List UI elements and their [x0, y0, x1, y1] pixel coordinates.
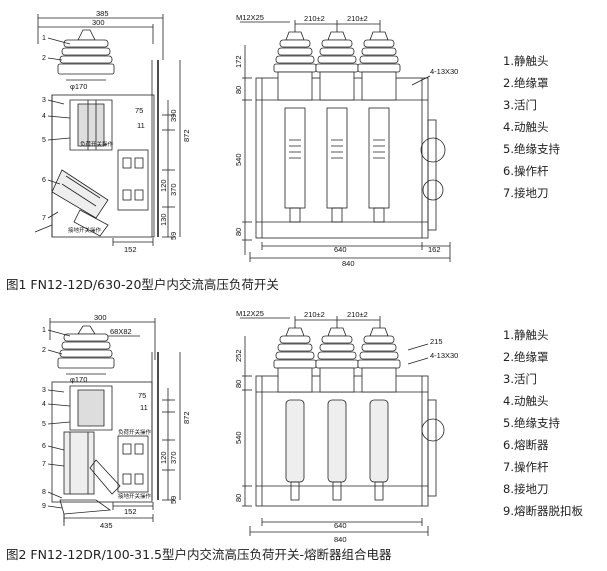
f1-dim-172: 172 [234, 55, 243, 68]
f2-legend-item: 2.绝缘罩 [503, 350, 549, 364]
f1-part-6: 6 [42, 177, 46, 184]
f2-legend-item: 7.操作杆 [503, 460, 549, 474]
f2-legend-item: 4.动触头 [503, 394, 549, 408]
f1-legend-item: 5.绝缘支持 [503, 142, 560, 156]
f2-panel-load-switch: 负荷开关操作 [118, 428, 152, 436]
f2-dim-215: 215 [430, 337, 443, 346]
f1-legend-item: 7.接地刀 [503, 186, 549, 200]
f2-dim-840: 840 [334, 535, 347, 544]
f2-legend-item: 3.活门 [503, 372, 537, 386]
f2-part-2: 2 [42, 347, 46, 354]
f1-part-2: 2 [42, 55, 46, 62]
f2-part-5: 5 [42, 421, 46, 428]
f1-panel-load-switch: 负荷开关操作 [80, 140, 114, 148]
f2-legend-item: 6.熔断器 [503, 438, 549, 452]
f1-legend-item: 4.动触头 [503, 120, 549, 134]
f2-dim-120: 120 [159, 451, 168, 464]
f2-dim-252: 252 [234, 349, 243, 362]
f1-dim-385: 385 [96, 9, 109, 18]
f1-dim-210-a: 210±2 [304, 14, 325, 23]
figure-2-caption: 图2 FN12-12DR/100-31.5型户内交流高压负荷开关-熔断器组合电器 [6, 547, 392, 562]
f2-dim-435: 435 [100, 521, 113, 530]
f2-dim-370: 370 [169, 451, 178, 464]
f2-dim-300: 300 [94, 313, 107, 322]
figure-1: 385 300 φ170 75 11 390 872 120 370 130 5… [6, 9, 560, 292]
f1-dim-300: 300 [92, 18, 105, 27]
f2-dim-872: 872 [182, 411, 191, 424]
f1-dim-59: 59 [169, 232, 178, 240]
f2-dim-210-b: 210±2 [347, 310, 368, 319]
f2-dim-75: 75 [138, 391, 146, 400]
figure-2-legend: 1.静触头 2.绝缘罩 3.活门 4.动触头 5.绝缘支持 6.熔断器 7.操作… [503, 324, 583, 522]
f1-dim-130: 130 [159, 213, 168, 226]
f2-legend-item: 1.静触头 [503, 328, 549, 342]
f1-part-5: 5 [42, 137, 46, 144]
f1-dim-80-top: 80 [234, 86, 243, 94]
f2-dim-152: 152 [124, 507, 137, 516]
f2-panel-earth-switch: 接地开关操作 [118, 492, 152, 500]
f1-dim-11: 11 [137, 121, 145, 130]
f2-dim-80-top: 80 [234, 380, 243, 388]
f1-dim-210-b: 210±2 [347, 14, 368, 23]
figure-1-caption: 图1 FN12-12D/630-20型户内交流高压负荷开关 [6, 277, 279, 292]
f2-legend-item: 9.熔断器脱扣板 [503, 504, 583, 518]
f1-dim-152: 152 [124, 245, 137, 254]
f2-part-6: 6 [42, 443, 46, 450]
f1-dim-162: 162 [428, 245, 441, 254]
f2-legend-item: 8.接地刀 [503, 482, 549, 496]
f1-part-7: 7 [42, 215, 46, 222]
f2-dim-80-bottom: 80 [234, 494, 243, 502]
f1-dim-840: 840 [342, 259, 355, 268]
figure-1-legend: 1.静触头 2.绝缘罩 3.活门 4.动触头 5.绝缘支持 6.操作杆 7.接地… [503, 50, 560, 204]
f1-part-1: 1 [42, 35, 46, 42]
f1-legend-item: 2.绝缘罩 [503, 76, 549, 90]
f2-part-3: 3 [42, 387, 46, 394]
f1-dim-m12x25: M12X25 [236, 13, 264, 22]
f2-dim-diameter: φ170 [70, 375, 87, 384]
f2-part-4: 4 [42, 401, 46, 408]
figure-2: 300 68X82 φ170 75 11 872 120 370 59 152 … [0, 300, 607, 571]
f2-part-7: 7 [42, 461, 46, 468]
f2-dim-holes: 4-13X30 [430, 351, 458, 360]
f1-dim-390: 390 [169, 109, 178, 122]
f1-part-4: 4 [42, 113, 46, 120]
f1-legend-item: 3.活门 [503, 98, 537, 112]
f2-dim-640: 640 [334, 521, 347, 530]
f2-dim-11: 11 [140, 403, 148, 412]
f2-dim-540: 540 [234, 431, 243, 444]
f1-dim-640: 640 [334, 245, 347, 254]
f1-part-3: 3 [42, 97, 46, 104]
f2-legend-item: 5.绝缘支持 [503, 416, 560, 430]
f1-dim-120: 120 [159, 179, 168, 192]
figure-2-drawing: 300 68X82 φ170 75 11 872 120 370 59 152 … [42, 309, 458, 544]
f2-dim-59: 59 [169, 496, 178, 504]
f2-part-9: 9 [42, 503, 46, 510]
f2-part-1: 1 [42, 327, 46, 334]
f1-dim-holes: 4-13X30 [430, 67, 458, 76]
f1-dim-75: 75 [135, 106, 143, 115]
f2-dim-210-a: 210±2 [304, 310, 325, 319]
f1-dim-370: 370 [169, 183, 178, 196]
f1-legend-item: 6.操作杆 [503, 164, 549, 178]
f1-dim-540: 540 [234, 153, 243, 166]
f2-part-8: 8 [42, 489, 46, 496]
f2-dim-m12x25: M12X25 [236, 309, 264, 318]
f1-dim-80-bottom: 80 [234, 228, 243, 236]
figure-1-drawing: 385 300 φ170 75 11 390 872 120 370 130 5… [34, 9, 458, 268]
f1-legend-item: 1.静触头 [503, 54, 549, 68]
f1-dim-diameter: φ170 [70, 82, 87, 91]
f1-dim-872: 872 [182, 129, 191, 142]
f1-panel-earth-switch: 接地开关操作 [68, 226, 102, 234]
f2-dim-68x82: 68X82 [110, 327, 132, 336]
